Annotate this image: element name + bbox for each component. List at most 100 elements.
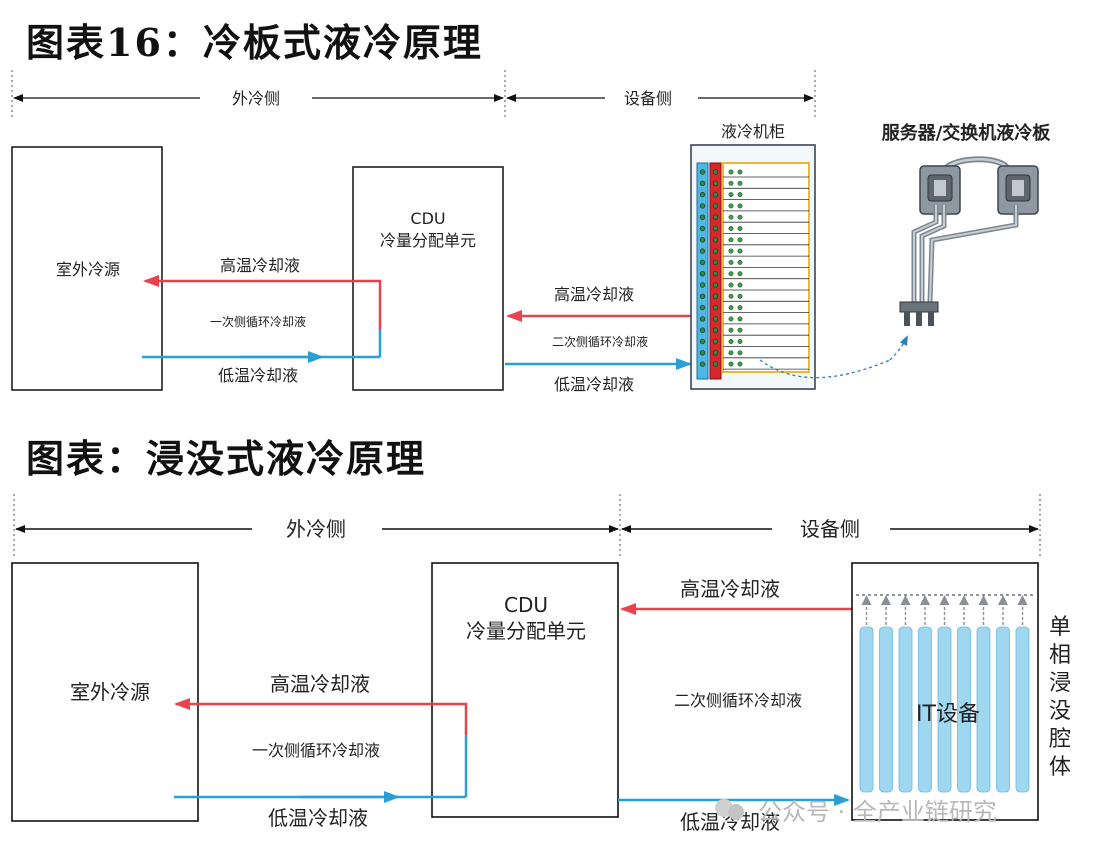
rack-hot-port [712, 214, 719, 220]
d2-tank-label-char: 浸 [1049, 671, 1071, 696]
rack-server-port [728, 271, 734, 277]
it-blade [957, 626, 971, 793]
d2-it-equipment-label: IT设备 [916, 702, 980, 727]
d1-cold-plate-illustration [899, 156, 1039, 326]
d1-outdoor-source-label: 室外冷源 [56, 260, 120, 279]
rack-cold-port [699, 361, 706, 367]
rack-server-port [737, 214, 743, 220]
it-blade [918, 626, 932, 793]
rack-server-port [737, 203, 743, 209]
rack-hot-port [712, 203, 719, 209]
d1-cdu-name: CDU [410, 209, 445, 228]
d2-primary-cold-label: 低温冷却液 [268, 806, 368, 830]
wechat-icon [728, 804, 744, 820]
rack-hot-port [712, 282, 719, 288]
d1-primary-cold-label: 低温冷却液 [218, 366, 298, 385]
rack-cold-port [699, 214, 706, 220]
it-blade [898, 626, 913, 793]
rack-server-port [737, 305, 743, 311]
rack-server-port [728, 316, 734, 322]
rack-server-port [728, 361, 734, 367]
rack-hot-port [712, 180, 719, 187]
d2-secondary-hot-label: 高温冷却液 [680, 577, 780, 601]
d2-primary-hot-pipe [174, 698, 468, 735]
rack-server-port [728, 339, 734, 344]
rack-server-port [728, 226, 734, 231]
d1-cabinet-cold-manifold [696, 162, 709, 380]
d1-outer-side-label: 外冷侧 [232, 89, 280, 108]
rack-cold-port [699, 237, 706, 243]
rack-cold-port [699, 248, 706, 254]
rack-server-port [737, 282, 743, 288]
rack-hot-port [712, 259, 719, 266]
rack-server-port [728, 248, 734, 254]
d1-cdu-box [352, 166, 504, 391]
diagram1: 外冷侧 设备侧 室外冷源 CDU 冷量分配单元 高温冷却液 一次侧循环冷却液 低… [11, 70, 1052, 394]
d2-it-blades [859, 595, 1030, 793]
rack-server-port [737, 316, 743, 322]
rack-cold-port [699, 259, 706, 266]
rack-server-port [737, 169, 743, 175]
d2-tank-label-char: 体 [1049, 755, 1071, 780]
rack-server-port [737, 180, 743, 186]
rack-cold-port [699, 180, 706, 187]
rack-server-port [728, 169, 734, 175]
d1-cold-plate-label: 服务器/交换机液冷板 [882, 122, 1052, 144]
it-blade [937, 626, 952, 793]
rack-server-port [728, 350, 734, 356]
diagram2-title: 图表：浸没式液冷原理 [26, 436, 427, 481]
rack-server-port [728, 203, 734, 209]
d1-secondary-hot-label: 高温冷却液 [554, 285, 634, 304]
rack-cold-port [699, 271, 706, 277]
rack-cold-port [699, 327, 706, 333]
rack-cold-port [699, 203, 706, 209]
d1-cabinet-label: 液冷机柜 [721, 122, 785, 141]
rack-hot-port [712, 350, 719, 356]
d1-secondary-cold-label: 低温冷却液 [554, 375, 634, 394]
rack-server-port [728, 192, 734, 198]
d1-primary-hot-pipe [143, 275, 382, 330]
rack-server-port [737, 293, 743, 299]
rack-cold-port [699, 282, 706, 288]
rack-cold-port [699, 225, 706, 232]
d2-tank-label: 单 相 浸 没 腔 体 [1049, 615, 1071, 780]
diagram2: 外冷侧 设备侧 室外冷源 CDU 冷量分配单元 高温冷却液 一次侧循环冷却液 低… [11, 494, 1071, 834]
d2-cdu-desc: 冷量分配单元 [466, 619, 586, 643]
rack-server-port [728, 293, 734, 299]
rack-server-port [737, 237, 743, 243]
rack-hot-port [712, 225, 719, 232]
it-blade [859, 626, 874, 793]
d2-outdoor-source-label: 室外冷源 [70, 680, 150, 704]
rack-server-port [737, 226, 743, 231]
d2-tank-label-char: 相 [1049, 643, 1071, 668]
d2-tank-label-char: 腔 [1049, 727, 1071, 752]
rack-cold-port [699, 293, 706, 299]
d1-primary-hot-label: 高温冷却液 [220, 256, 300, 275]
d2-tank-label-char: 没 [1049, 699, 1071, 724]
rack-hot-port [712, 316, 719, 322]
rack-cold-port [699, 191, 706, 198]
d1-outdoor-source-box [11, 146, 163, 391]
rack-server-port [737, 259, 743, 265]
d1-secondary-loop-label: 二次侧循环冷却液 [552, 334, 648, 349]
rack-server-port [728, 237, 734, 243]
rack-server-port [728, 305, 734, 311]
rack-server-port [737, 248, 743, 254]
d1-cdu-desc: 冷量分配单元 [380, 231, 476, 250]
it-blade [1015, 626, 1030, 793]
d2-secondary-loop-label: 二次侧循环冷却液 [674, 691, 802, 710]
rack-hot-port [712, 361, 719, 367]
d2-primary-loop-label: 一次侧循环冷却液 [252, 741, 380, 760]
d1-cabinet-to-plate-connector [759, 359, 891, 379]
diagram1-title: 图表16：冷板式液冷原理 [26, 20, 483, 65]
rack-server-port [728, 327, 734, 333]
d2-primary-hot-label: 高温冷却液 [270, 672, 370, 696]
rack-cold-port [699, 338, 706, 345]
rack-hot-port [712, 191, 719, 198]
rack-cold-port [699, 169, 706, 175]
rack-hot-port [712, 327, 719, 333]
d1-cabinet-rack-rows [699, 169, 809, 370]
d2-device-side-label: 设备侧 [800, 517, 860, 541]
rack-cold-port [699, 316, 706, 322]
